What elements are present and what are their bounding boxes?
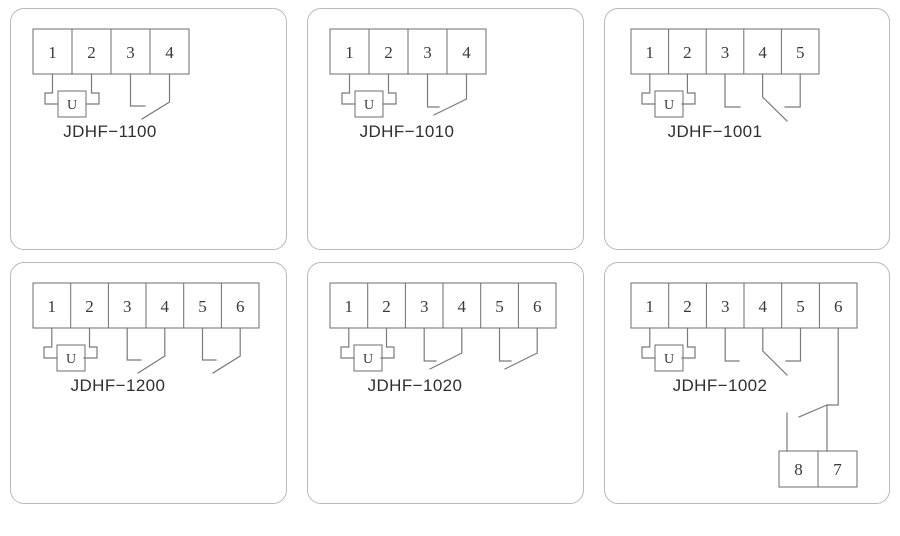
terminal-number: 4 (759, 297, 768, 316)
terminal-number: 3 (420, 297, 429, 316)
terminal-number: 3 (423, 43, 432, 62)
panel-jdhf-1200-drawing: 1 2 3 4 5 6 U JDHF−1200 (32, 282, 260, 395)
contact-normally-closed-3-4 (426, 73, 468, 116)
terminal-number: 2 (384, 43, 393, 62)
terminal-number: 4 (161, 297, 170, 316)
contact-normally-closed-8-7 (786, 327, 839, 452)
secondary-terminal-block (778, 450, 858, 488)
panel-jdhf-1020-drawing: 1 2 3 4 5 6 U JDHF−1020 (329, 282, 557, 395)
coil-box (353, 344, 383, 372)
coil-label: U (66, 352, 76, 367)
terminal-number: 6 (236, 297, 245, 316)
coil-box (57, 90, 87, 118)
panel-jdhf-1200: 1 2 3 4 5 6 U JDHF−1200 (10, 262, 287, 504)
coil-label: U (364, 98, 374, 113)
terminal-number: 4 (462, 43, 471, 62)
panel-jdhf-1100-drawing: 1 2 3 4 U JDHF−1100 (32, 28, 190, 141)
coil-box (654, 344, 684, 372)
terminal-number: 4 (165, 43, 174, 62)
terminal-number: 3 (721, 297, 730, 316)
model-label: JDHF−1002 (673, 376, 768, 395)
coil-label: U (664, 98, 674, 113)
contact-changeover-3-4-5 (724, 327, 802, 376)
coil-wiring (340, 327, 395, 359)
terminal-number: 8 (794, 460, 803, 479)
terminal-number: 1 (345, 43, 354, 62)
terminal-number: 1 (48, 43, 57, 62)
terminal-number: 6 (834, 297, 843, 316)
model-label: JDHF−1001 (668, 122, 763, 141)
coil-box (654, 90, 684, 118)
terminal-block (32, 282, 260, 329)
contact-normally-closed-5-6 (498, 327, 538, 370)
coil-wiring (44, 73, 100, 105)
coil-label: U (67, 98, 77, 113)
terminal-number: 6 (533, 297, 542, 316)
coil-wiring (641, 327, 696, 359)
terminal-number: 2 (87, 43, 96, 62)
terminal-block (329, 28, 487, 75)
coil-box (56, 344, 86, 372)
terminal-number: 2 (683, 297, 692, 316)
terminal-number: 1 (345, 297, 354, 316)
terminal-number: 4 (758, 43, 767, 62)
terminal-number: 5 (796, 297, 805, 316)
terminal-number: 1 (646, 43, 655, 62)
terminal-number: 2 (683, 43, 692, 62)
terminal-number: 7 (833, 460, 842, 479)
coil-label: U (363, 352, 373, 367)
terminal-number: 1 (646, 297, 655, 316)
panel-jdhf-1001: 1 2 3 4 5 U JDHF−1001 (604, 8, 890, 250)
coil-wiring (341, 73, 397, 105)
terminal-number: 4 (458, 297, 467, 316)
terminal-number: 2 (382, 297, 391, 316)
terminal-block (329, 282, 557, 329)
model-label: JDHF−1200 (71, 376, 166, 395)
model-label: JDHF−1020 (368, 376, 463, 395)
coil-box (354, 90, 384, 118)
panel-jdhf-1002: 1 2 3 4 5 6 U JDHF−1002 (604, 262, 890, 504)
contact-normally-open-3-4 (129, 73, 171, 120)
terminal-number: 5 (796, 43, 805, 62)
contact-normally-open-5-6 (201, 327, 241, 374)
model-label: JDHF−1100 (63, 122, 157, 141)
coil-wiring (43, 327, 98, 359)
coil-label: U (664, 352, 674, 367)
coil-wiring (641, 73, 696, 105)
panel-jdhf-1100: 1 2 3 4 U JDHF−1100 (10, 8, 287, 250)
contact-normally-closed-3-4 (423, 327, 463, 370)
panel-jdhf-1020: 1 2 3 4 5 6 U JDHF−1020 (307, 262, 584, 504)
terminal-number: 2 (85, 297, 94, 316)
panel-jdhf-1002-drawing: 1 2 3 4 5 6 U JDHF−1002 (630, 282, 858, 488)
terminal-block (630, 282, 858, 329)
terminal-number: 3 (123, 297, 132, 316)
terminal-number: 3 (721, 43, 730, 62)
terminal-number: 5 (495, 297, 504, 316)
panel-jdhf-1001-drawing: 1 2 3 4 5 U JDHF−1001 (630, 28, 820, 141)
terminal-number: 5 (198, 297, 207, 316)
terminal-number: 1 (48, 297, 57, 316)
contact-changeover-3-4-5 (724, 73, 801, 122)
terminal-number: 3 (126, 43, 135, 62)
panel-jdhf-1010: 1 2 3 4 U JDHF−1010 (307, 8, 584, 250)
model-label: JDHF−1010 (360, 122, 455, 141)
contact-normally-open-3-4 (126, 327, 166, 374)
terminal-block (32, 28, 190, 75)
panel-jdhf-1010-drawing: 1 2 3 4 U JDHF−1010 (329, 28, 487, 141)
